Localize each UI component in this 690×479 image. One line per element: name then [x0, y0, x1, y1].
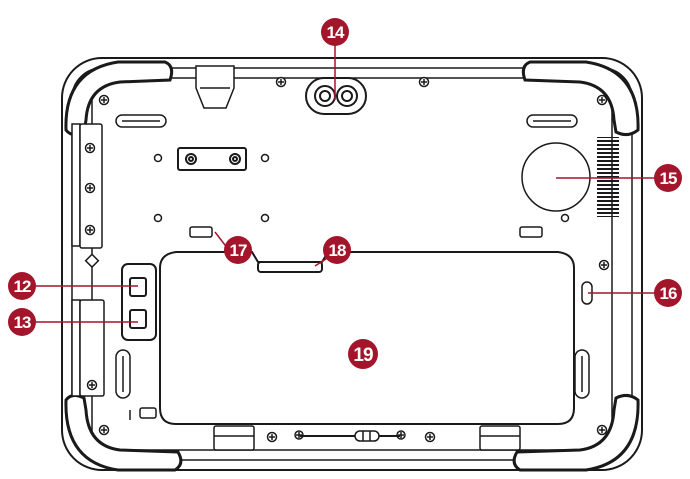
callout-18: 18: [323, 236, 351, 264]
callout-16-label: 16: [660, 284, 677, 303]
bottom-rail: [129, 410, 521, 451]
rear-speaker: [521, 137, 619, 217]
callout-15: 15: [654, 164, 682, 192]
sensor-top: [129, 277, 147, 297]
top-strap-clip: [195, 65, 235, 109]
battery-pack: [159, 251, 575, 425]
callout-14: 14: [321, 18, 349, 46]
screw-icon: [598, 259, 610, 271]
callout-19: 19: [348, 339, 378, 369]
callout-13: 13: [8, 308, 36, 336]
docking-connector: [177, 147, 247, 171]
speaker-grill: [597, 137, 619, 217]
screw-icon: [424, 431, 436, 443]
rear-camera: [305, 77, 367, 115]
screw-icon: [84, 224, 96, 236]
screw-icon: [98, 424, 110, 436]
callout-14-label: 14: [327, 23, 345, 42]
callout-12-label: 12: [14, 277, 31, 296]
lock-slot: [84, 253, 100, 269]
callout-16: 16: [654, 279, 682, 307]
screw-icon: [596, 94, 608, 106]
screw-icon: [596, 424, 608, 436]
sensor-window: [121, 263, 157, 341]
battery-latch: [257, 261, 323, 273]
callout-17: 17: [224, 236, 252, 264]
slot-vents: [115, 114, 590, 399]
bumper-bottom-right: [512, 393, 640, 472]
callout-19-label: 19: [353, 345, 373, 366]
mount-holes: [153, 153, 570, 223]
callout-15-label: 15: [660, 169, 677, 188]
screw-icon: [86, 379, 98, 391]
callout-12: 12: [8, 272, 36, 300]
screw-icon: [84, 182, 96, 194]
bumper-top-right: [521, 60, 640, 137]
callout-13-label: 13: [14, 313, 31, 332]
sensor-bottom: [129, 309, 147, 329]
left-port-cover: [71, 123, 105, 397]
screw-icon: [84, 142, 96, 154]
screw-icon: [275, 76, 287, 88]
battery-tabs: [139, 226, 543, 419]
screw-icon: [98, 94, 110, 106]
screw-icon: [266, 431, 278, 443]
callout-17-label: 17: [230, 241, 247, 260]
screw-icon: [418, 76, 430, 88]
callout-18-label: 18: [329, 241, 346, 260]
